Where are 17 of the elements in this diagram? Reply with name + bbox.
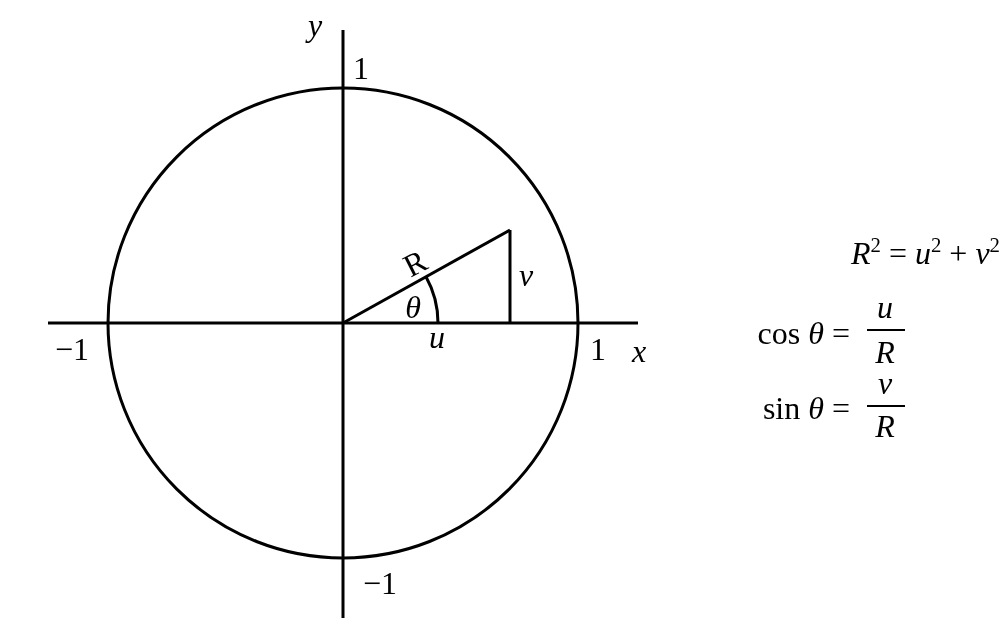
axis-label: 1 (353, 52, 369, 84)
formula-text: R (875, 336, 895, 368)
axis-label: −1 (55, 333, 89, 365)
axis-label: u (429, 321, 445, 353)
axis-label: −1 (363, 567, 397, 599)
axis-label: 1 (590, 333, 606, 365)
axis-label: x (631, 335, 647, 367)
formula-text: R$^{2}$ = u$^{2}$ + v$^{2}$ (850, 237, 1000, 269)
formula-text: cos θ = (757, 317, 850, 349)
formula-text: R (875, 410, 895, 442)
axis-label: v (518, 259, 534, 291)
axis-label: θ (405, 291, 421, 323)
axis-label: R (398, 243, 432, 283)
formula-text: sin θ = (762, 392, 850, 424)
formula-text: v (877, 367, 893, 399)
formula-text: u (877, 291, 893, 323)
axis-label: y (307, 9, 323, 41)
